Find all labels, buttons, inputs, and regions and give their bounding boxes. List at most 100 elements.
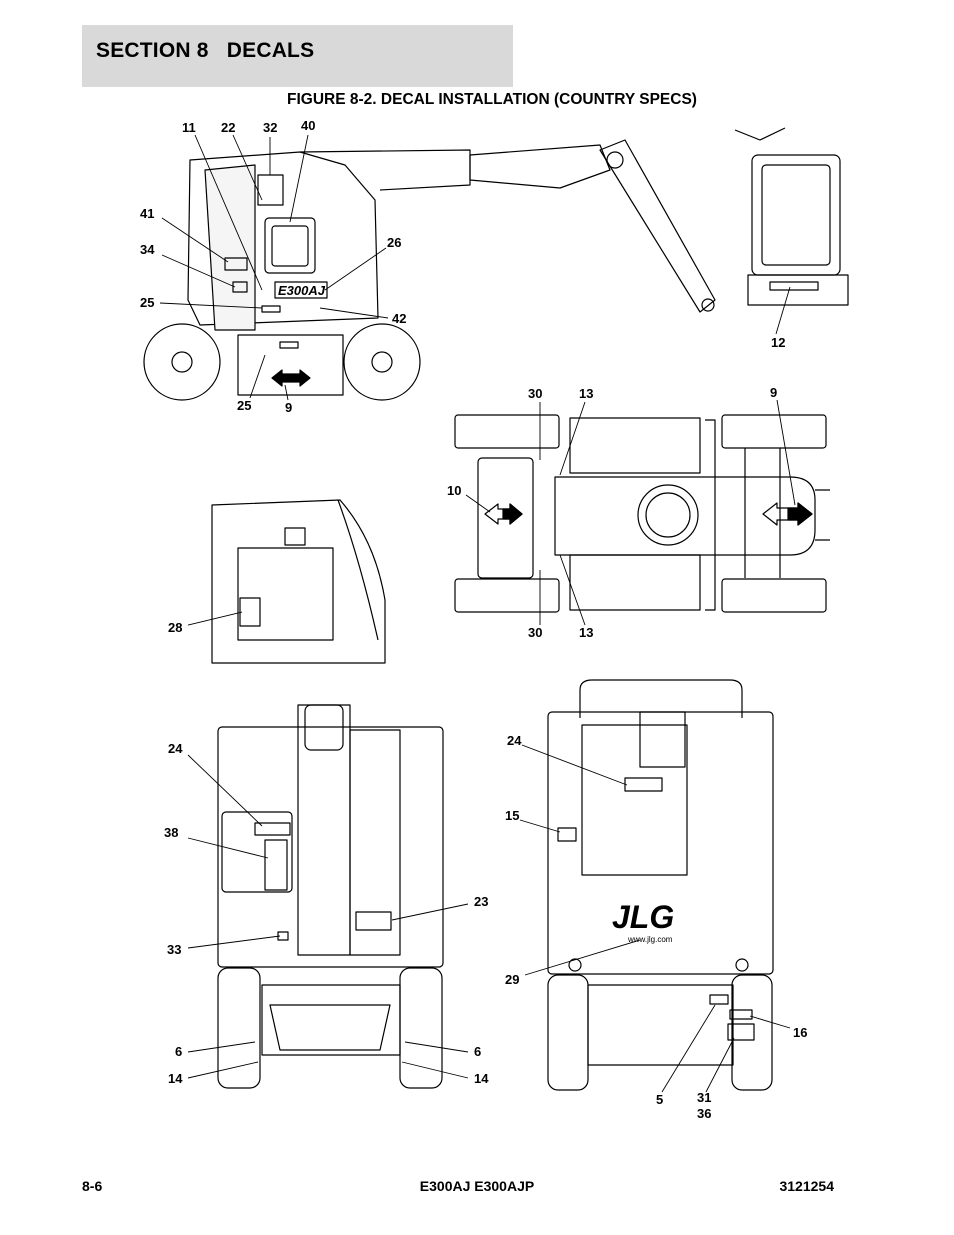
rear-control-box [639, 711, 686, 768]
detail-view: 28 [168, 499, 386, 664]
rear-bolt-left [568, 958, 582, 972]
callout-front-24: 24 [168, 741, 183, 756]
rear-top-rail [579, 679, 743, 718]
callout-side-32: 32 [263, 120, 277, 135]
side-platform-handle [734, 127, 786, 141]
rear-decal-31 [727, 1023, 755, 1041]
front-leaders [187, 754, 469, 1079]
detail-box [237, 547, 334, 641]
rear-mast [581, 724, 688, 876]
footer-model: E300AJ E300AJP [419, 1178, 535, 1194]
callout-front-23: 23 [474, 894, 488, 909]
rear-wheel-right [731, 974, 773, 1091]
front-panel [221, 811, 293, 893]
callout-rear-36: 36 [697, 1106, 711, 1121]
top-arrow-decal-10-fill [502, 503, 523, 525]
side-decal-25-lower [279, 341, 299, 349]
front-callouts: 24 38 23 33 6 6 14 14 [164, 741, 489, 1086]
callout-top-10: 10 [447, 483, 461, 498]
rear-brand-logo: JLG [612, 899, 674, 935]
front-decal-24 [254, 822, 291, 836]
side-jib [599, 139, 716, 313]
front-wheel-left [217, 967, 261, 1089]
callout-top-13: 13 [579, 386, 593, 401]
callout-rear-15: 15 [505, 808, 519, 823]
top-callouts: 30 13 9 10 30 13 [447, 385, 777, 640]
callout-rear-5: 5 [656, 1092, 663, 1107]
callout-side-11: 11 [182, 120, 196, 135]
callout-top-9: 9 [770, 385, 777, 400]
callout-side-25: 25 [140, 295, 154, 310]
side-platform-rail [751, 154, 841, 276]
side-arrow-decal-9 [271, 369, 311, 387]
side-decal-25 [261, 305, 281, 313]
top-turntable-inner [645, 492, 691, 538]
callout-side-41: 41 [140, 206, 154, 221]
footer-doc-number: 3121254 [779, 1178, 834, 1194]
front-decal-23 [355, 911, 392, 931]
callout-detail-28: 28 [168, 620, 182, 635]
callout-side-12: 12 [771, 335, 785, 350]
rear-leaders [519, 744, 791, 1093]
callout-side-9: 9 [285, 400, 292, 415]
callout-rear-16: 16 [793, 1025, 807, 1040]
callout-side-34: 34 [140, 242, 155, 257]
side-callouts: 11 22 32 40 41 34 26 25 42 25 9 12 [140, 118, 785, 415]
top-tire-tr [721, 414, 827, 449]
callout-rear-31: 31 [697, 1090, 711, 1105]
callout-side-42: 42 [392, 311, 406, 326]
rear-decal-24 [624, 777, 663, 792]
rear-bolt-right [735, 958, 749, 972]
top-frame-upper [569, 417, 701, 474]
top-turntable [637, 484, 699, 546]
front-mast-top [304, 704, 344, 751]
rear-base [587, 984, 734, 1066]
callout-rear-24: 24 [507, 733, 522, 748]
front-body [217, 726, 444, 968]
side-wheel-right [343, 323, 421, 401]
side-decal-41 [224, 257, 248, 271]
callout-top-30: 30 [528, 386, 542, 401]
top-outrig-right [705, 419, 830, 611]
detail-frame [211, 499, 386, 664]
front-bumper [269, 1004, 391, 1051]
rear-wheel-left [547, 974, 589, 1091]
side-decal-12 [769, 281, 819, 291]
detail-arc [337, 499, 379, 641]
callout-front-38: 38 [164, 825, 178, 840]
top-frame-lower [569, 554, 701, 611]
rear-decal-15 [557, 827, 577, 842]
side-wheel-right-hub [371, 351, 393, 373]
footer-page-number: 8-6 [82, 1178, 103, 1194]
side-wheel-left [143, 323, 221, 401]
top-rear-box [477, 457, 534, 579]
callout-front-14-left: 14 [168, 1071, 183, 1086]
detail-cap [284, 527, 306, 546]
callout-front-6-left: 6 [175, 1044, 182, 1059]
top-arrow-decal-9-fill [787, 502, 813, 526]
callout-front-6-right: 6 [474, 1044, 481, 1059]
side-platform-floor [747, 274, 849, 306]
top-tire-br [721, 578, 827, 613]
callout-front-33: 33 [167, 942, 181, 957]
callout-front-14-right: 14 [474, 1071, 489, 1086]
side-base [237, 334, 344, 396]
rear-view: JLG www.jlg.com 24 15 29 16 5 31 36 [505, 679, 807, 1121]
front-base [261, 984, 401, 1056]
rear-decal-5 [709, 994, 729, 1005]
top-leaders [465, 399, 796, 626]
detail-leader-28 [187, 611, 243, 626]
rear-callouts: 24 15 29 16 5 31 36 [505, 733, 807, 1121]
front-column [349, 729, 401, 956]
top-tire-bl [454, 578, 560, 613]
side-panel-inner [271, 225, 309, 267]
figure-title: FIGURE 8-2. DECAL INSTALLATION (COUNTRY … [287, 91, 697, 108]
detail-decal-28 [239, 597, 261, 627]
side-boom-upper [469, 144, 611, 189]
side-panel [264, 217, 316, 274]
side-decal-34 [232, 281, 248, 293]
callout-side-22: 22 [221, 120, 235, 135]
callout-side-40: 40 [301, 118, 315, 133]
callout-side-26: 26 [387, 235, 401, 250]
